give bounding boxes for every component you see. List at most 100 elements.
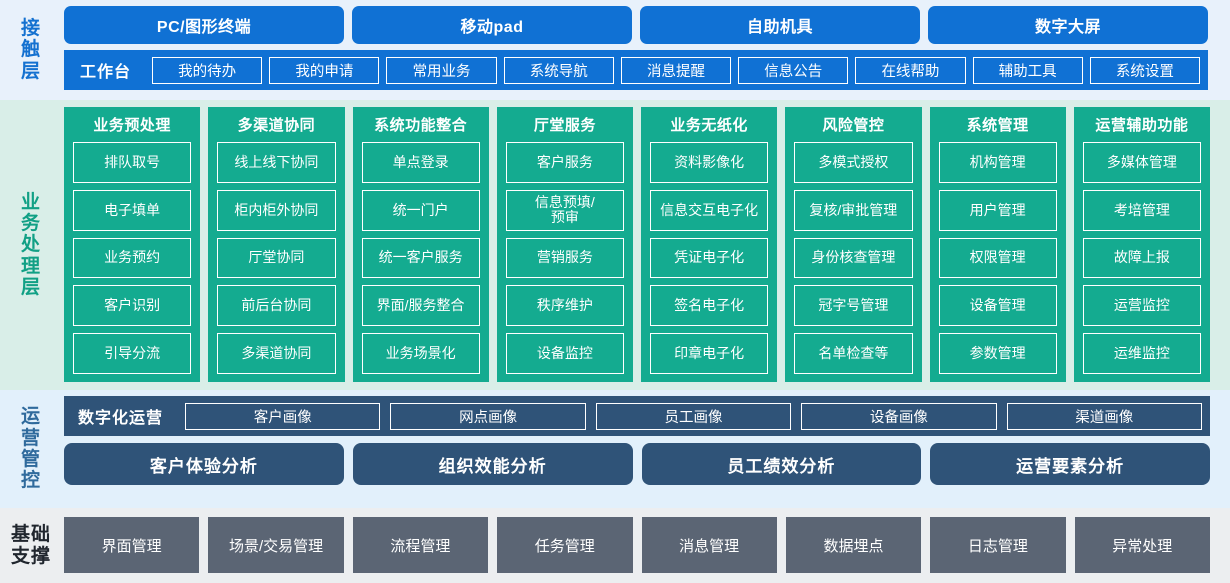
layer-base-support-label-line-0: 基础 [10, 524, 51, 546]
biz-item-ui-service-integration[interactable]: 界面/服务整合 [361, 285, 480, 327]
biz-item-operation-monitoring[interactable]: 运营监控 [1082, 285, 1201, 327]
biz-item-electronic-form[interactable]: 电子填单 [73, 189, 192, 231]
biz-item-organization-management[interactable]: 机构管理 [938, 142, 1057, 183]
biz-item-identity-verification-management[interactable]: 身份核查管理 [794, 237, 913, 279]
channel-digital-screen[interactable]: 数字大屏 [928, 6, 1208, 44]
channel-pc[interactable]: PC/图形终端 [64, 6, 344, 44]
business-column-system-integration: 系统功能整合 单点登录 统一门户 统一客户服务 界面/服务整合 业务场景化 [352, 107, 489, 382]
biz-item-review-approval-management[interactable]: 复核/审批管理 [794, 189, 913, 231]
biz-item-device-monitoring[interactable]: 设备监控 [505, 333, 624, 374]
column-title: 运营辅助功能 [1095, 117, 1189, 134]
workbench-item-message-reminder[interactable]: 消息提醒 [620, 56, 732, 84]
workbench-item-auxiliary-tools[interactable]: 辅助工具 [972, 56, 1083, 84]
biz-item-permission-management[interactable]: 权限管理 [938, 237, 1057, 279]
biz-item-business-scenario[interactable]: 业务场景化 [361, 333, 480, 374]
biz-item-marketing-service[interactable]: 营销服务 [505, 237, 624, 279]
workbench-item-information-bulletin[interactable]: 信息公告 [738, 56, 849, 84]
biz-item-single-sign-on[interactable]: 单点登录 [361, 142, 480, 183]
workbench-item-system-navigation[interactable]: 系统导航 [503, 56, 614, 84]
biz-item-hall-collab[interactable]: 厅堂协同 [217, 237, 336, 279]
column-title: 业务无纸化 [670, 117, 748, 134]
biz-item-multichannel-collab[interactable]: 多渠道协同 [217, 333, 336, 374]
layer-base-support-body: 界面管理 场景/交易管理 流程管理 任务管理 消息管理 数据埋点 日志管理 异常… [62, 508, 1230, 583]
layer-contact-label-char-0: 接 [20, 18, 41, 40]
workbench-item-common-business[interactable]: 常用业务 [386, 56, 497, 84]
analysis-organizational-efficiency[interactable]: 组织效能分析 [352, 443, 633, 485]
channel-mobile-pad[interactable]: 移动pad [352, 6, 632, 44]
digital-operations-title: 数字化运营 [78, 410, 164, 427]
biz-item-serial-number-management[interactable]: 冠字号管理 [794, 285, 913, 327]
analysis-employee-performance[interactable]: 员工绩效分析 [641, 443, 922, 485]
layer-business-label-char-0: 业 [20, 191, 41, 213]
base-item-process-management[interactable]: 流程管理 [352, 517, 489, 573]
portrait-device[interactable]: 设备画像 [801, 402, 997, 430]
biz-item-parameter-management[interactable]: 参数管理 [938, 333, 1057, 374]
layer-contact-label: 接 触 层 [0, 0, 62, 100]
portrait-employee[interactable]: 员工画像 [595, 402, 792, 430]
column-items: 资料影像化 信息交互电子化 凭证电子化 签名电子化 印章电子化 [650, 142, 769, 374]
biz-item-guidance-diversion[interactable]: 引导分流 [73, 333, 192, 374]
biz-item-document-imaging[interactable]: 资料影像化 [650, 142, 769, 183]
biz-item-training-assessment-management[interactable]: 考培管理 [1082, 189, 1201, 231]
business-column-hall-service: 厅堂服务 客户服务 信息预填/ 预审 营销服务 秩序维护 设备监控 [496, 107, 633, 382]
layer-operations-body: 数字化运营 客户画像 网点画像 员工画像 设备画像 渠道画像 客户体验分析 组织… [62, 390, 1230, 508]
layer-business-label-char-4: 层 [20, 276, 41, 298]
layer-operations: 运 营 管 控 数字化运营 客户画像 网点画像 员工画像 设备画像 渠道画像 客… [0, 390, 1230, 508]
biz-item-order-maintenance[interactable]: 秩序维护 [505, 285, 624, 327]
biz-item-customer-service[interactable]: 客户服务 [505, 142, 624, 183]
analysis-row: 客户体验分析 组织效能分析 员工绩效分析 运营要素分析 [64, 443, 1210, 485]
biz-item-voucher-digital[interactable]: 凭证电子化 [650, 237, 769, 279]
biz-item-signature-digital[interactable]: 签名电子化 [650, 285, 769, 327]
column-items: 单点登录 统一门户 统一客户服务 界面/服务整合 业务场景化 [361, 142, 480, 374]
business-column-paperless: 业务无纸化 资料影像化 信息交互电子化 凭证电子化 签名电子化 印章电子化 [641, 107, 778, 382]
column-title: 业务预处理 [93, 117, 171, 134]
workbench-item-my-todo[interactable]: 我的待办 [152, 56, 263, 84]
biz-item-unified-portal[interactable]: 统一门户 [361, 189, 480, 231]
biz-item-info-exchange-digital[interactable]: 信息交互电子化 [650, 189, 769, 231]
base-item-scenario-transaction-management[interactable]: 场景/交易管理 [208, 517, 344, 573]
base-support-row: 界面管理 场景/交易管理 流程管理 任务管理 消息管理 数据埋点 日志管理 异常… [64, 517, 1210, 573]
digital-operations-row: 数字化运营 客户画像 网点画像 员工画像 设备画像 渠道画像 [64, 396, 1210, 436]
base-item-exception-handling[interactable]: 异常处理 [1074, 517, 1210, 573]
analysis-customer-experience[interactable]: 客户体验分析 [64, 443, 344, 485]
base-item-data-tracking[interactable]: 数据埋点 [785, 517, 922, 573]
portrait-branch[interactable]: 网点画像 [390, 402, 586, 430]
layer-contact-body: PC/图形终端 移动pad 自助机具 数字大屏 工作台 我的待办 我的申请 常用… [62, 0, 1230, 100]
portrait-customer[interactable]: 客户画像 [185, 402, 381, 430]
biz-item-front-back-office-collab[interactable]: 前后台协同 [217, 285, 336, 327]
column-title: 厅堂服务 [533, 117, 596, 134]
business-column-system-management: 系统管理 机构管理 用户管理 权限管理 设备管理 参数管理 [929, 107, 1066, 382]
biz-item-fault-reporting[interactable]: 故障上报 [1082, 237, 1201, 279]
workbench-item-my-application[interactable]: 我的申请 [269, 56, 380, 84]
base-item-message-management[interactable]: 消息管理 [641, 517, 777, 573]
biz-item-multimedia-management[interactable]: 多媒体管理 [1082, 142, 1201, 183]
biz-item-maintenance-monitoring[interactable]: 运维监控 [1082, 333, 1201, 374]
column-title: 多渠道协同 [237, 117, 316, 134]
base-item-task-management[interactable]: 任务管理 [497, 517, 633, 573]
layer-operations-label: 运 营 管 控 [0, 390, 62, 508]
workbench-item-online-help[interactable]: 在线帮助 [855, 56, 966, 84]
portrait-channel[interactable]: 渠道画像 [1006, 402, 1202, 430]
biz-item-queue-number[interactable]: 排队取号 [73, 142, 192, 183]
biz-item-info-prefill-prereview[interactable]: 信息预填/ 预审 [505, 189, 624, 231]
biz-item-online-offline-collab[interactable]: 线上线下协同 [217, 142, 336, 183]
layer-contact-label-char-1: 触 [20, 39, 41, 61]
biz-item-equipment-management[interactable]: 设备管理 [938, 285, 1057, 327]
business-column-operation-support: 运营辅助功能 多媒体管理 考培管理 故障上报 运营监控 运维监控 [1073, 107, 1210, 382]
biz-item-user-management[interactable]: 用户管理 [938, 189, 1057, 231]
base-item-log-management[interactable]: 日志管理 [930, 517, 1066, 573]
biz-item-multimode-authorization[interactable]: 多模式授权 [794, 142, 913, 183]
base-item-ui-management[interactable]: 界面管理 [64, 517, 200, 573]
biz-item-watchlist-check[interactable]: 名单检查等 [794, 333, 913, 374]
biz-item-seal-digital[interactable]: 印章电子化 [650, 333, 769, 374]
biz-item-unified-customer-service[interactable]: 统一客户服务 [361, 237, 480, 279]
analysis-operational-factors[interactable]: 运营要素分析 [930, 443, 1210, 485]
channel-self-service[interactable]: 自助机具 [640, 6, 920, 44]
biz-item-customer-identification[interactable]: 客户识别 [73, 285, 192, 327]
biz-item-counter-inside-outside-collab[interactable]: 柜内柜外协同 [217, 189, 336, 231]
biz-item-business-appointment[interactable]: 业务预约 [73, 237, 192, 279]
layer-operations-label-char-2: 管 [20, 449, 41, 470]
workbench-item-system-settings[interactable]: 系统设置 [1089, 56, 1200, 84]
layer-business-label-char-1: 务 [20, 213, 41, 235]
